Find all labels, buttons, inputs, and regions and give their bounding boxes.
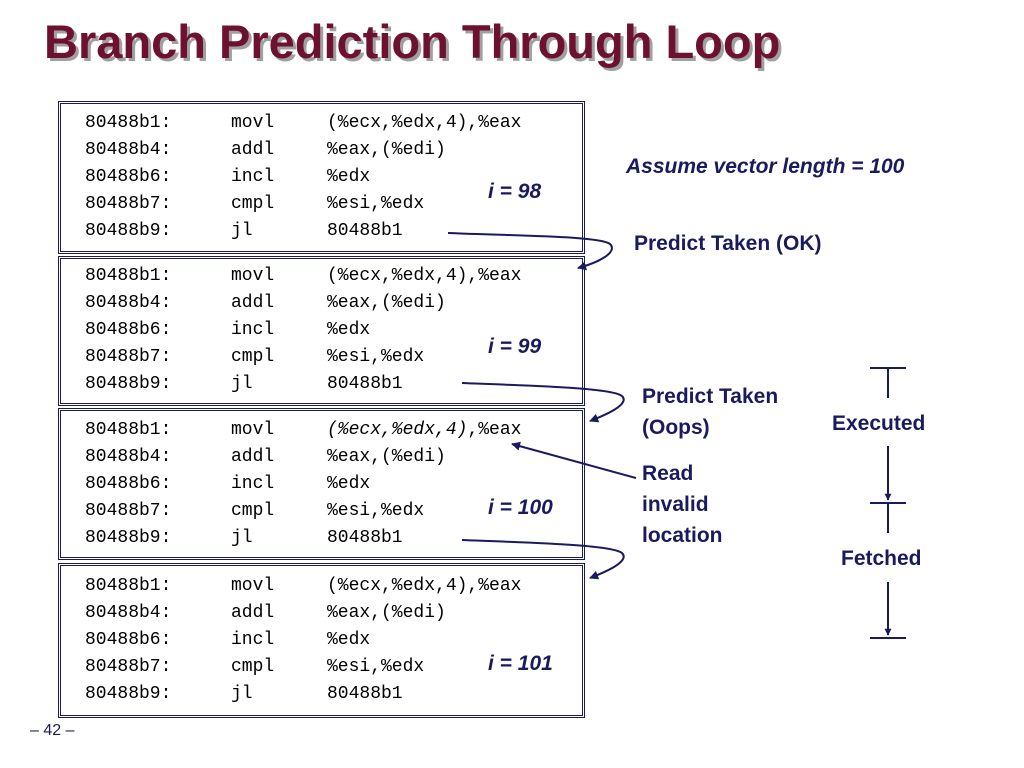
read-invalid-line-3: location — [642, 524, 723, 547]
iteration-label-98: i = 98 — [488, 180, 542, 203]
branch-arrow-98-to-99 — [447, 232, 613, 271]
code-operands: (%ecx,%edx,4),%eax — [327, 266, 522, 286]
code-opcode: addl — [231, 447, 275, 467]
iteration-label-101: i = 101 — [488, 652, 553, 675]
code-opcode: cmpl — [231, 501, 275, 521]
read-invalid-line-2: invalid — [642, 493, 709, 516]
code-opcode: jl — [231, 221, 253, 241]
code-opcode: addl — [231, 293, 275, 313]
code-operands: %eax,(%edi) — [327, 140, 446, 160]
code-operands-invalid: (%ecx,%edx,4),%eax — [327, 419, 521, 441]
predict-taken-oops-line-2: (Oops) — [642, 416, 710, 439]
code-opcode: addl — [231, 140, 275, 160]
code-opcode: movl — [231, 576, 275, 596]
code-address: 80488b6: — [85, 320, 172, 340]
code-address: 80488b4: — [85, 293, 172, 313]
predict-taken-oops-label: Predict Taken (Oops) — [642, 381, 778, 443]
code-opcode: movl — [231, 113, 275, 133]
code-address: 80488b6: — [85, 474, 172, 494]
legend-fetched-label: Fetched — [841, 547, 922, 570]
code-block-i98: 80488b1: movl (%ecx,%edx,4),%eax 80488b4… — [58, 101, 585, 254]
legend-executed-label: Executed — [832, 412, 926, 435]
code-address: 80488b9: — [85, 374, 172, 394]
code-operands: %esi,%edx — [327, 501, 425, 521]
code-operands: %edx — [327, 167, 371, 187]
code-address: 80488b9: — [85, 684, 172, 704]
code-address: 80488b6: — [85, 630, 172, 650]
iteration-label-100: i = 100 — [488, 496, 553, 519]
code-operands: 80488b1 — [327, 684, 403, 704]
code-address: 80488b7: — [85, 347, 172, 367]
branch-arrow-99-to-100 — [461, 382, 625, 423]
code-address: 80488b7: — [85, 657, 172, 677]
read-invalid-location-label: Read invalid location — [642, 458, 723, 551]
code-block-i100: 80488b1: movl (%ecx,%edx,4),%eax 80488b4… — [58, 408, 585, 560]
code-address: 80488b9: — [85, 528, 172, 548]
code-address: 80488b6: — [85, 167, 172, 187]
code-address: 80488b7: — [85, 501, 172, 521]
read-invalid-line-1: Read — [642, 462, 694, 485]
invalid-address-operand: (%ecx,%edx,4) — [327, 420, 468, 440]
code-opcode: addl — [231, 603, 275, 623]
code-operands: (%ecx,%edx,4),%eax — [327, 576, 522, 596]
code-operands: %eax,(%edi) — [327, 447, 446, 467]
code-address: 80488b7: — [85, 194, 172, 214]
code-block-i101: 80488b1: movl (%ecx,%edx,4),%eax 80488b4… — [58, 563, 585, 718]
code-block-i99: 80488b1: movl (%ecx,%edx,4),%eax 80488b4… — [58, 256, 585, 406]
code-address: 80488b1: — [85, 266, 172, 286]
code-operands: 80488b1 — [327, 221, 403, 241]
code-operands: %eax,(%edi) — [327, 293, 446, 313]
code-opcode: jl — [231, 528, 253, 548]
code-operands: %eax,(%edi) — [327, 603, 446, 623]
code-address: 80488b9: — [85, 221, 172, 241]
code-address: 80488b4: — [85, 603, 172, 623]
code-operands: %edx — [327, 320, 371, 340]
code-opcode: jl — [231, 374, 253, 394]
destination-register: ,%eax — [467, 420, 522, 440]
code-address: 80488b1: — [85, 113, 172, 133]
code-opcode: incl — [231, 320, 275, 340]
code-operands: %esi,%edx — [327, 347, 425, 367]
code-opcode: incl — [231, 630, 275, 650]
code-address: 80488b1: — [85, 576, 172, 596]
branch-arrow-100-to-101 — [461, 539, 625, 580]
code-opcode: jl — [231, 684, 253, 704]
page-number: – 42 – — [30, 722, 75, 739]
code-opcode: incl — [231, 474, 275, 494]
code-operands: %esi,%edx — [327, 657, 425, 677]
code-operands: 80488b1 — [327, 374, 403, 394]
predict-taken-ok-label: Predict Taken (OK) — [634, 232, 822, 255]
code-opcode: movl — [231, 266, 275, 286]
invalid-read-pointer-arrow — [511, 441, 637, 479]
iteration-label-99: i = 99 — [488, 335, 542, 358]
code-operands: (%ecx,%edx,4),%eax — [327, 113, 522, 133]
code-address: 80488b1: — [85, 420, 172, 440]
predict-taken-oops-line-1: Predict Taken — [642, 385, 779, 408]
assumption-note: Assume vector length = 100 — [626, 155, 905, 178]
slide-title: Branch Prediction Through Loop — [44, 15, 781, 68]
code-opcode: cmpl — [231, 657, 275, 677]
code-opcode: incl — [231, 167, 275, 187]
code-address: 80488b4: — [85, 140, 172, 160]
code-opcode: movl — [231, 420, 275, 440]
code-opcode: cmpl — [231, 194, 275, 214]
code-operands: %esi,%edx — [327, 194, 425, 214]
code-operands: 80488b1 — [327, 528, 403, 548]
code-opcode: cmpl — [231, 347, 275, 367]
code-operands: %edx — [327, 630, 371, 650]
code-address: 80488b4: — [85, 447, 172, 467]
code-operands: %edx — [327, 474, 371, 494]
